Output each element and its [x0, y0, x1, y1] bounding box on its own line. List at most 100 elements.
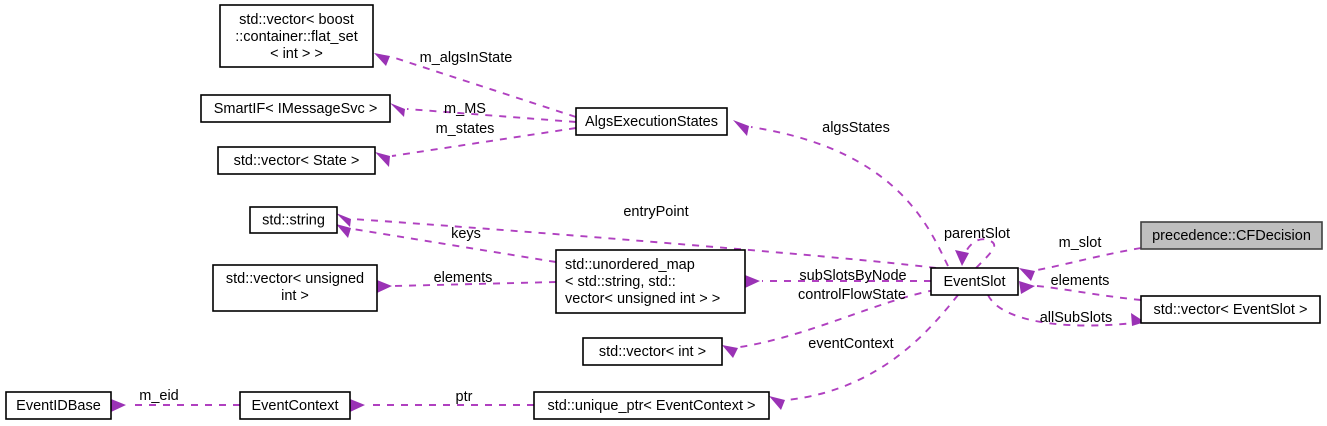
node-label-line: std::vector< int > [599, 344, 706, 360]
edge-label-subSlotsByNode: subSlotsByNode [799, 268, 906, 284]
node-vector-unsigned-int[interactable]: std::vector< unsigned int > [212, 264, 378, 312]
node-label-line: int > [281, 288, 309, 304]
node-smartif-imessagesvc[interactable]: SmartIF< IMessageSvc > [200, 94, 391, 123]
arrow-head [722, 345, 738, 358]
arrow-head [390, 103, 405, 117]
edge-label-algsStates: algsStates [822, 120, 890, 136]
arrow-head [374, 53, 390, 66]
edge-m_slot [1019, 247, 1142, 281]
edge-elements-eventslot [1019, 281, 1142, 301]
node-box[interactable] [1140, 221, 1323, 250]
arrow-head [745, 275, 760, 288]
arrow-head [377, 280, 392, 293]
edge-m_algsInState [374, 53, 577, 118]
edge-label-m_algsInState: m_algsInState [420, 50, 513, 66]
node-box[interactable] [575, 107, 728, 136]
edge-label-keys: keys [451, 226, 481, 242]
edge-subSlotsByNode [745, 275, 931, 288]
node-label-line: < std::string, std:: [565, 274, 676, 290]
node-vector-state[interactable]: std::vector< State > [217, 146, 376, 175]
edge-line [987, 294, 1144, 327]
arrow-head [375, 152, 390, 167]
node-box[interactable] [219, 4, 374, 68]
node-std-string[interactable]: std::string [249, 206, 338, 234]
edge-line [1036, 247, 1142, 271]
arrow-head [350, 399, 365, 412]
node-label-line: std::string [262, 212, 325, 228]
arrow-head [336, 213, 351, 227]
edge-algsStates [733, 120, 949, 267]
node-box[interactable] [582, 337, 723, 366]
node-box[interactable] [217, 146, 376, 175]
edge-label-elements-eventslot: elements [1051, 273, 1110, 289]
node-label-line: std::vector< boost [239, 12, 354, 28]
edge-eventContext [769, 294, 959, 410]
node-label-line: SmartIF< IMessageSvc > [214, 101, 378, 117]
edge-keys [336, 224, 557, 263]
arrow-head [733, 120, 749, 136]
edge-line [1036, 285, 1142, 301]
node-vector-eventslot[interactable]: std::vector< EventSlot > [1140, 295, 1321, 324]
arrow-head [111, 399, 126, 412]
edge-label-allSubSlots: allSubSlots [1040, 310, 1113, 326]
edge-ptr [350, 399, 534, 412]
node-label-line: std::vector< EventSlot > [1154, 302, 1308, 318]
edge-label-elements-uint: elements [434, 270, 493, 286]
node-vector-boost-flatset[interactable]: std::vector< boost ::container::flat_set… [219, 4, 374, 68]
node-label-line: EventContext [251, 398, 338, 414]
node-box[interactable] [200, 94, 391, 123]
node-label-line: EventSlot [943, 274, 1005, 290]
edge-m_MS [390, 103, 577, 123]
node-unordered-map[interactable]: std::unordered_map < std::string, std:: … [555, 249, 746, 314]
node-label-line: std::unique_ptr< EventContext > [548, 398, 756, 414]
edge-line [961, 238, 996, 269]
edge-label-ptr: ptr [456, 389, 473, 405]
edge-label-controlFlowState: controlFlowState [798, 287, 906, 303]
node-label-line: ::container::flat_set [235, 29, 358, 45]
node-precedence-cfdecision[interactable]: precedence::CFDecision [1140, 221, 1323, 250]
edge-entryPoint [336, 213, 937, 269]
node-label-line: vector< unsigned int > > [565, 291, 720, 307]
edge-controlFlowState [722, 289, 936, 358]
node-label-line: precedence::CFDecision [1152, 228, 1311, 244]
edge-m_eid [111, 399, 240, 412]
arrow-head [1019, 281, 1035, 294]
node-label-line: std::vector< State > [234, 153, 360, 169]
node-vector-int[interactable]: std::vector< int > [582, 337, 723, 366]
node-box[interactable] [5, 391, 112, 420]
node-label-line: EventIDBase [16, 398, 101, 414]
node-label-line: std::vector< unsigned [226, 271, 364, 287]
node-label-line: std::unordered_map [565, 257, 695, 273]
edge-elements-uint [377, 280, 557, 293]
edge-line [786, 294, 959, 401]
node-eventslot[interactable]: EventSlot [930, 267, 1019, 296]
edge-label-entryPoint: entryPoint [623, 204, 688, 220]
arrow-head [336, 224, 351, 238]
node-unique-ptr-eventcontext[interactable]: std::unique_ptr< EventContext > [533, 391, 770, 420]
edge-line [391, 127, 577, 157]
node-eventcontext[interactable]: EventContext [239, 391, 351, 420]
edge-label-m_slot: m_slot [1059, 235, 1102, 251]
node-algsexecutionstates[interactable]: AlgsExecutionStates [575, 107, 728, 136]
node-eventidbase[interactable]: EventIDBase [5, 391, 112, 420]
node-box[interactable] [930, 267, 1019, 296]
edge-label-m_states: m_states [436, 121, 495, 137]
node-box[interactable] [555, 249, 746, 314]
node-label-line: < int > > [270, 46, 323, 62]
node-box[interactable] [239, 391, 351, 420]
edge-line [391, 56, 577, 118]
node-box[interactable] [533, 391, 770, 420]
edge-line [406, 108, 577, 123]
arrow-head [1019, 268, 1035, 281]
edge-label-parentSlot: parentSlot [944, 226, 1010, 242]
edge-label-m_eid: m_eid [139, 388, 179, 404]
edge-label-eventContext: eventContext [808, 336, 893, 352]
node-box[interactable] [249, 206, 338, 234]
edge-parentSlot [955, 238, 996, 269]
node-box[interactable] [1140, 295, 1321, 324]
node-box[interactable] [212, 264, 378, 312]
edge-label-m_MS: m_MS [444, 101, 486, 117]
arrow-head [769, 396, 785, 410]
